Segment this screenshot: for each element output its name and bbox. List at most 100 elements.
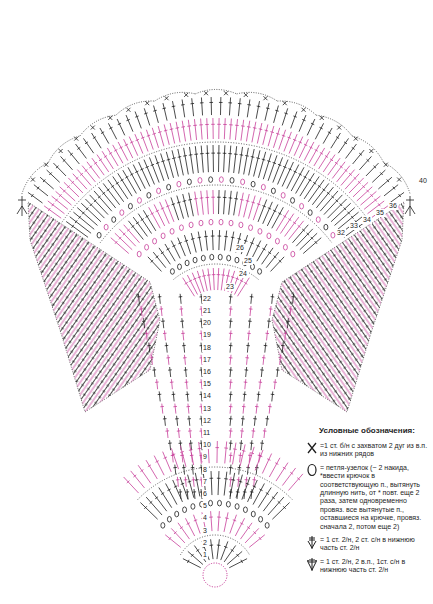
stitch-bar [245, 479, 249, 480]
stitch [207, 145, 208, 172]
stitch [261, 367, 262, 377]
stitch-bar [130, 142, 133, 143]
stitch-bar [251, 156, 255, 158]
stitch [213, 268, 215, 290]
stitch [180, 294, 181, 304]
stitch-bar [160, 406, 164, 407]
stitch-bar [241, 418, 245, 419]
stitch-bar [217, 197, 221, 198]
stitch-bar [145, 166, 148, 167]
stitch-bar [198, 448, 202, 449]
stitch [68, 178, 83, 193]
stitch-bar [347, 212, 349, 215]
stitch-bar [55, 199, 57, 202]
stitch-bar [90, 203, 93, 206]
stitch [190, 428, 191, 438]
stitch-bar [37, 187, 39, 190]
stitch [73, 174, 87, 189]
stitch-bar [192, 479, 196, 480]
stitch-bar [283, 166, 286, 167]
row-number: 11 [202, 429, 211, 437]
stitch [135, 134, 143, 153]
stitch [163, 103, 167, 121]
stitch [225, 442, 227, 464]
stitch-bar [144, 113, 147, 114]
stitch-bar [75, 220, 77, 223]
stitch-bar [191, 467, 195, 468]
stitch [177, 416, 178, 426]
stitch-bar [127, 229, 130, 231]
stitch-bar [366, 190, 368, 193]
single-stitch [244, 93, 248, 97]
knot-loop [324, 224, 328, 230]
knot-loop [291, 198, 295, 204]
stitch [239, 147, 243, 174]
stitch [241, 428, 242, 438]
stitch-bar [155, 382, 159, 383]
stitch-bar [176, 127, 180, 129]
knot-loop [316, 217, 320, 223]
stitch-bar [228, 102, 232, 103]
stitch [282, 108, 288, 125]
stitch [280, 214, 293, 234]
single-stitch [302, 108, 306, 112]
stitch [128, 221, 143, 240]
stitch-bar [247, 333, 251, 334]
stitch-bar [249, 308, 253, 309]
stitch [165, 244, 175, 261]
stitch [258, 488, 271, 508]
stitch-bar [284, 113, 287, 114]
row-number: 20 [202, 319, 212, 327]
stitch-bar [241, 560, 243, 563]
stitch-bar [327, 192, 330, 194]
stitch-bar [186, 406, 190, 407]
stitch [241, 120, 244, 141]
stitch-bar [235, 125, 239, 126]
row-number: 32 [336, 229, 346, 237]
stitch-bar [109, 152, 112, 154]
stitch [201, 119, 203, 140]
stitch-bar [188, 481, 191, 483]
stitch [184, 343, 185, 353]
stitch-bar [161, 321, 165, 322]
knot-loop [157, 188, 161, 194]
stitch [220, 97, 221, 115]
stitch-bar [340, 166, 343, 168]
stitch-bar [217, 274, 221, 275]
stitch-bar [260, 369, 264, 370]
stitch-bar [266, 107, 270, 109]
stitch [131, 471, 145, 488]
stitch-bar [245, 357, 249, 358]
stitch [138, 214, 151, 234]
stitch [224, 512, 228, 532]
stitch [149, 343, 150, 353]
stitch [47, 170, 60, 182]
stitch-bar [247, 527, 250, 529]
stitch-bar [344, 142, 347, 144]
knot-loop [104, 224, 108, 230]
stitch [353, 182, 368, 197]
stitch-bar [352, 147, 355, 149]
stitch [233, 443, 236, 465]
stitch [152, 128, 158, 148]
stitch [73, 212, 94, 229]
stitch [272, 391, 273, 401]
edge-scallop [237, 92, 278, 101]
stitch-bar [170, 128, 174, 130]
stitch [152, 492, 166, 511]
stitch [188, 475, 194, 498]
stitch-bar [234, 154, 238, 155]
stitch [252, 122, 256, 143]
stitch-bar [187, 560, 189, 563]
knot-loop [227, 255, 231, 261]
stitch [273, 128, 279, 148]
stitch [353, 150, 364, 164]
stitch [289, 134, 297, 153]
stitch-bar [211, 153, 215, 154]
stitch-bar [118, 123, 121, 125]
stitch [274, 106, 279, 123]
knot-loop [291, 251, 295, 257]
stitch [206, 118, 208, 139]
stitch-bar [349, 173, 352, 175]
stitch-bar [166, 206, 169, 207]
